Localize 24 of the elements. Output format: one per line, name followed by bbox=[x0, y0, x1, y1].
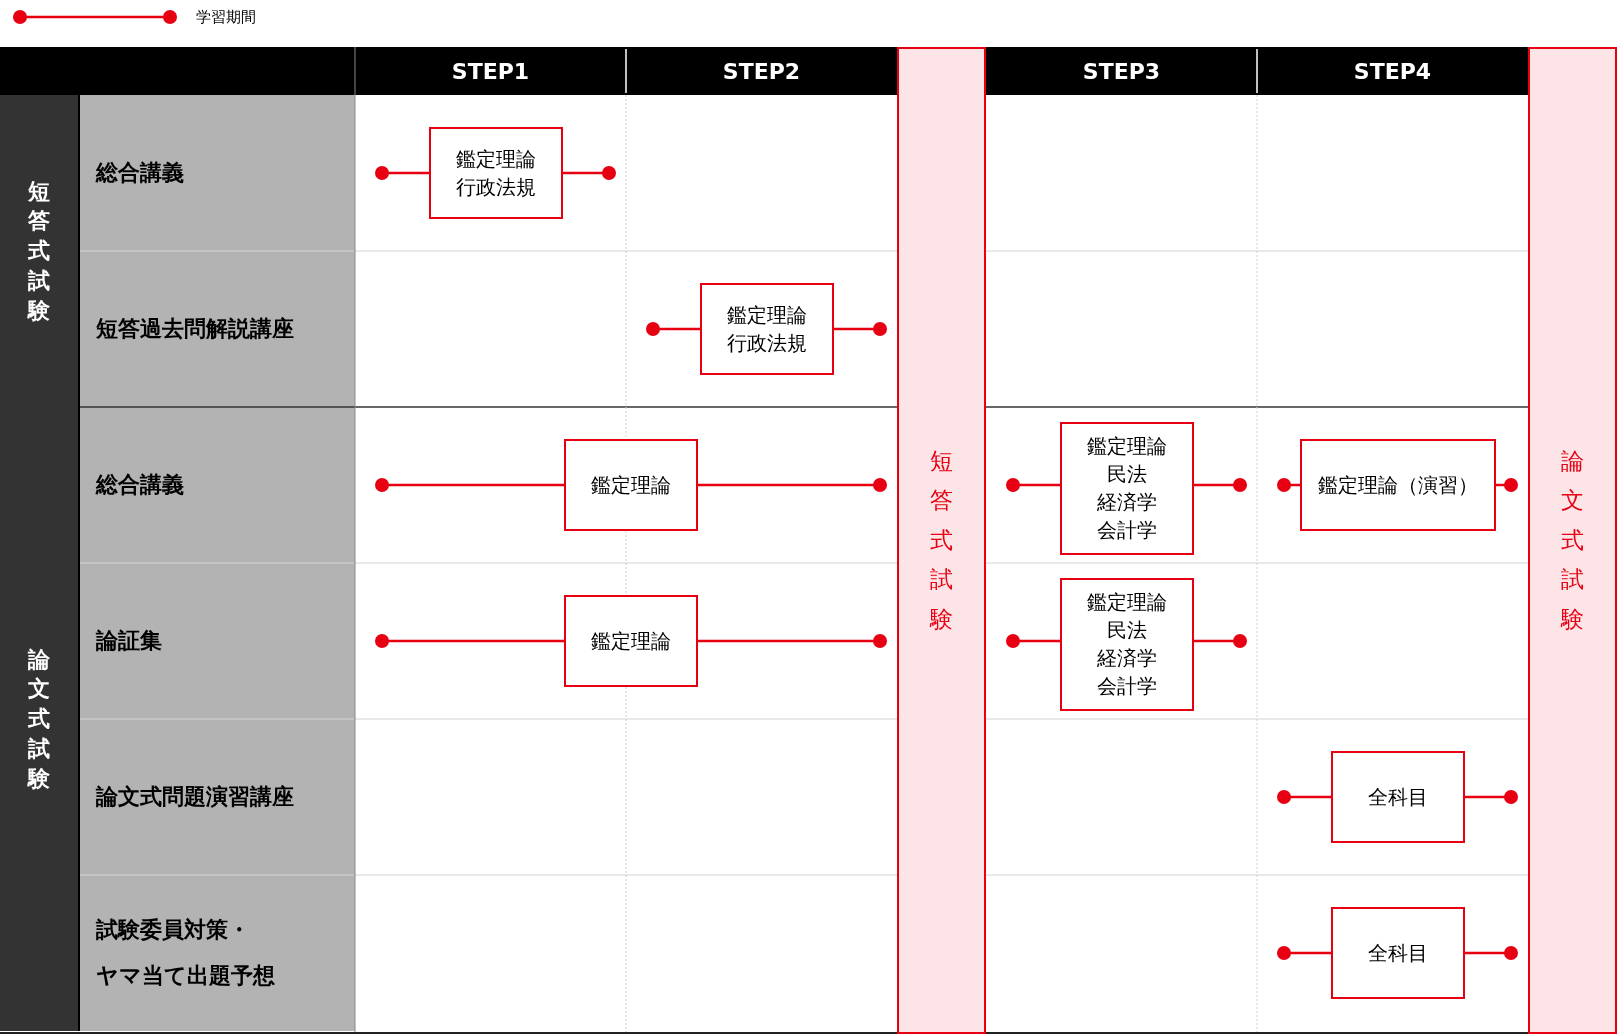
course-box: 全科目 bbox=[1330, 751, 1465, 843]
exam-band: 短答式試験 bbox=[897, 47, 986, 1034]
course-box: 全科目 bbox=[1330, 907, 1465, 999]
row-header: 論文式問題演習講座 bbox=[94, 782, 295, 811]
course-box: 鑑定理論 bbox=[564, 595, 698, 687]
category-band: 短答式試験 bbox=[0, 95, 80, 407]
step-header: STEP1 bbox=[450, 57, 531, 86]
row-header: 総合講義 bbox=[94, 158, 185, 187]
course-box: 鑑定理論（演習） bbox=[1299, 439, 1496, 531]
course-box: 鑑定理論 民法 経済学 会計学 bbox=[1059, 577, 1194, 711]
step-header: STEP3 bbox=[1081, 57, 1162, 86]
course-box: 鑑定理論 bbox=[564, 439, 698, 531]
course-box: 鑑定理論 行政法規 bbox=[699, 283, 834, 375]
category-band: 論文式試験 bbox=[0, 407, 80, 1031]
row-header: 総合講義 bbox=[94, 470, 185, 499]
course-box: 鑑定理論 民法 経済学 会計学 bbox=[1059, 421, 1194, 555]
step-header: STEP4 bbox=[1352, 57, 1433, 86]
row-header: 論証集 bbox=[94, 626, 163, 655]
step-header: STEP2 bbox=[721, 57, 802, 86]
row-header: 短答過去問解説講座 bbox=[95, 314, 295, 343]
legend-label: 学習期間 bbox=[196, 6, 256, 28]
course-box: 鑑定理論 行政法規 bbox=[428, 127, 563, 219]
row-header: 試験委員対策・ヤマ当て出題予想 bbox=[95, 915, 276, 990]
exam-band: 論文式試験 bbox=[1528, 47, 1617, 1034]
